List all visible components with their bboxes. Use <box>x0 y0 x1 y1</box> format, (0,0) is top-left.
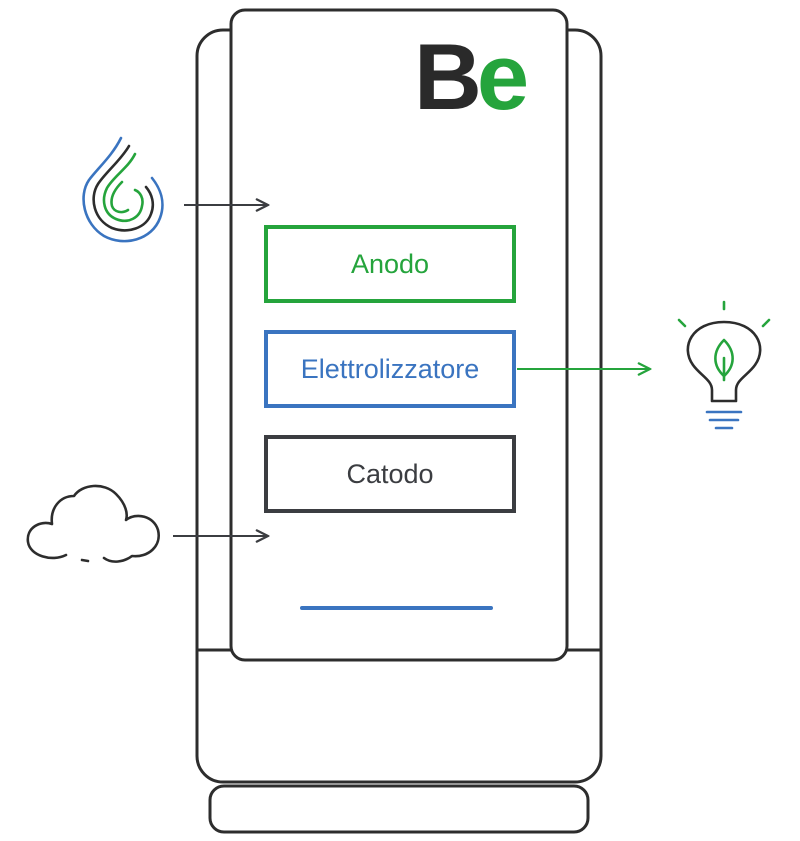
logo-letter-e: e <box>476 24 529 129</box>
cloud-icon <box>26 484 160 563</box>
catodo-box: Catodo <box>264 435 516 513</box>
water-drop-icon <box>82 136 164 243</box>
device-housing <box>195 8 603 834</box>
be-logo: Be <box>414 30 529 124</box>
elettrolizzatore-box: Elettrolizzatore <box>264 330 516 408</box>
elettrolizzatore-label: Elettrolizzatore <box>300 353 480 384</box>
anodo-label: Anodo <box>350 248 430 279</box>
catodo-label: Catodo <box>346 458 434 489</box>
housing-base <box>208 784 590 834</box>
anodo-box: Anodo <box>264 225 516 303</box>
logo-letter-b: B <box>414 24 482 129</box>
lightbulb-leaf-icon <box>677 300 771 430</box>
